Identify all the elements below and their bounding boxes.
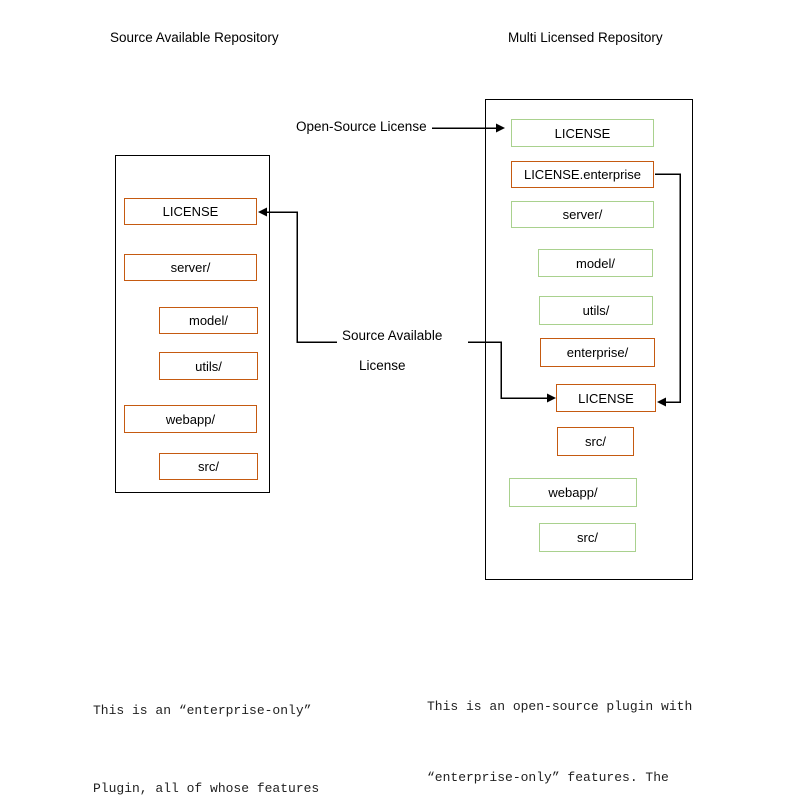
right-inner-license-box: LICENSE [556, 384, 656, 412]
left-utils-folder: utils/ [159, 352, 258, 380]
left-webapp-folder: webapp/ [124, 405, 257, 433]
file-label: LICENSE [162, 204, 219, 219]
left-server-folder: server/ [124, 254, 257, 281]
right-webapp-folder: webapp/ [509, 478, 637, 507]
right-inner-src-folder: src/ [557, 427, 634, 456]
folder-label: enterprise/ [566, 345, 629, 360]
right-webapp-src-folder: src/ [539, 523, 636, 552]
folder-label: server/ [562, 207, 603, 222]
left-repo-title: Source Available Repository [110, 30, 279, 45]
right-note: This is an open-source plugin with “ente… [427, 648, 692, 801]
right-repo-container [485, 99, 693, 580]
right-license-enterprise-box: LICENSE.enterprise [511, 161, 654, 188]
right-server-folder: server/ [511, 201, 654, 228]
source-available-license-label-line2: License [359, 358, 406, 373]
right-license-box: LICENSE [511, 119, 654, 147]
folder-label: src/ [198, 459, 219, 474]
folder-label: model/ [188, 313, 229, 328]
open-source-license-label: Open-Source License [296, 119, 427, 134]
file-label: LICENSE [578, 390, 634, 406]
left-note: This is an “enterprise-only” Plugin, all… [93, 646, 366, 801]
file-label: LICENSE.enterprise [523, 167, 642, 182]
right-enterprise-folder: enterprise/ [540, 338, 655, 367]
right-utils-folder: utils/ [539, 296, 653, 325]
file-label: LICENSE [554, 125, 611, 141]
left-license-box: LICENSE [124, 198, 257, 225]
right-model-folder: model/ [538, 249, 653, 277]
left-model-folder: model/ [159, 307, 258, 334]
note-line: This is an “enterprise-only” [93, 703, 312, 718]
right-repo-title: Multi Licensed Repository [508, 30, 663, 45]
folder-label: webapp/ [165, 411, 216, 427]
folder-label: model/ [575, 255, 616, 271]
folder-label: webapp/ [548, 485, 598, 500]
note-line: “enterprise-only” features. The [427, 769, 669, 785]
note-line: Plugin, all of whose features [93, 781, 320, 796]
folder-label: server/ [170, 260, 211, 275]
folder-label: utils/ [582, 303, 610, 318]
folder-label: src/ [577, 530, 598, 545]
left-src-folder: src/ [159, 453, 258, 480]
folder-label: src/ [585, 434, 606, 449]
source-available-license-label-line1: Source Available [342, 328, 443, 343]
note-line: This is an open-source plugin with [427, 699, 693, 714]
folder-label: utils/ [195, 358, 222, 374]
